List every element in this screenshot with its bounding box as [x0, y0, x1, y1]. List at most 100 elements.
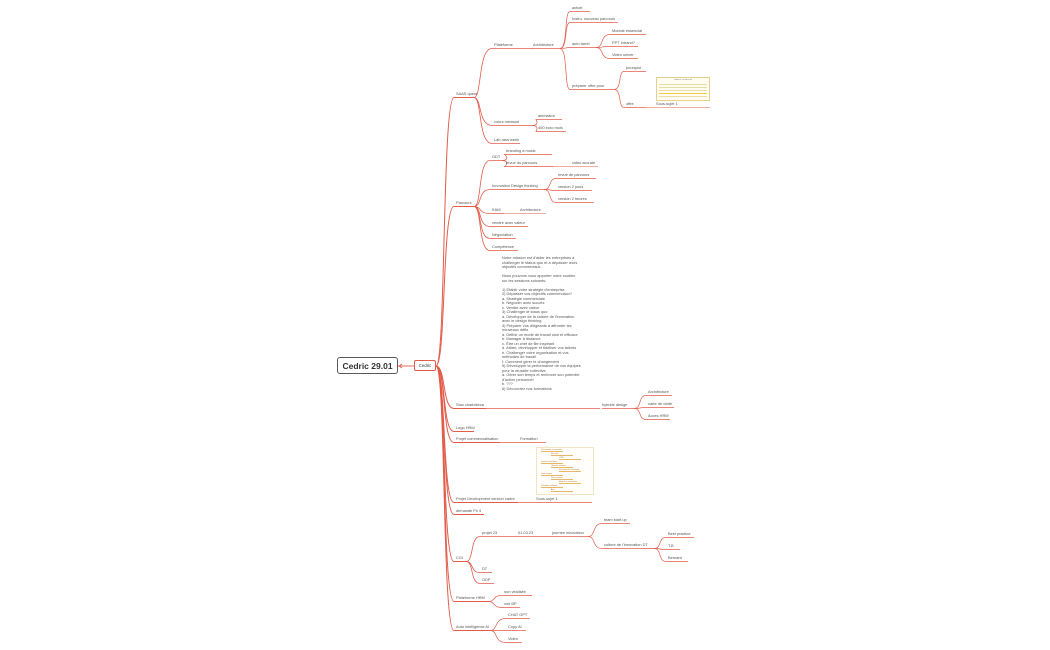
branch-projet-development[interactable]: Projet Development version cadre — [456, 496, 515, 501]
branch-connector — [531, 119, 562, 126]
branch-connector — [559, 11, 590, 49]
node-projet-23[interactable]: projet 23 — [482, 530, 498, 535]
branch-connector — [653, 548, 680, 550]
node-kam[interactable]: KAM — [492, 207, 501, 212]
branch-connector — [543, 178, 596, 190]
node-vendre-valeur[interactable]: vendre avec valeur — [492, 220, 525, 225]
branch-connector — [435, 97, 474, 367]
node-bernard[interactable]: Bernard — [668, 555, 682, 560]
branch-connector — [587, 536, 654, 549]
node-auto-tarrel[interactable]: auto tarrel — [572, 41, 590, 46]
node-cours-mensuel[interactable]: cours mensuel — [494, 119, 520, 124]
node-400-euro[interactable]: 400 euro mois — [538, 125, 563, 130]
mini-map-item: Site web — [551, 453, 559, 455]
branch-siao[interactable]: Siao chariotteca — [456, 402, 484, 407]
node-voir-bp[interactable]: voir BP — [504, 601, 517, 606]
node-architecture-3[interactable]: Architecture — [648, 389, 669, 394]
mini-map-item: Calendrier éditorial — [541, 485, 557, 487]
node-animation[interactable]: animation — [538, 113, 555, 118]
node-odt[interactable]: ODT — [492, 154, 501, 159]
offre-table-thumbnail[interactable]: tableau comparatif — [656, 77, 710, 101]
node-ppt-intrand[interactable]: PPT Intrand? — [612, 40, 635, 45]
node-competence[interactable]: Compétence — [492, 244, 515, 249]
node-lab-rass-week[interactable]: Lab rass week — [494, 137, 520, 142]
branch-connector — [398, 363, 403, 369]
mini-map-item: Contenu formation — [541, 461, 557, 463]
branch-connector — [435, 365, 490, 631]
root-label: Cedric 29.01 — [342, 360, 393, 371]
node-video[interactable]: Video — [508, 636, 518, 641]
node-revue-parcours[interactable]: revue du parcours — [506, 160, 538, 165]
node-negociation[interactable]: Négociation — [492, 232, 513, 237]
node-version-2-heures[interactable]: version 2 heures — [558, 196, 587, 201]
node-non-vealisee[interactable]: non vealisée — [504, 589, 526, 594]
branch-connector — [633, 407, 674, 409]
branch-cgi[interactable]: CGI — [456, 555, 463, 560]
node-copy-ai[interactable]: Copy AI — [508, 624, 522, 629]
node-actuel[interactable]: actuel — [572, 5, 583, 10]
center-node[interactable]: Cedric — [414, 360, 436, 371]
branch-connector — [653, 537, 694, 549]
node-tb[interactable]: T.B — [668, 543, 674, 548]
node-journee-innovation[interactable]: journée innovation — [552, 530, 584, 535]
branch-connector — [559, 22, 618, 49]
node-sous-sujet-1a[interactable]: Sous-sujet 1 — [656, 101, 678, 106]
node-module-essencial[interactable]: Module essencial — [612, 28, 643, 33]
node-hybride-design[interactable]: hybride design — [602, 402, 628, 407]
branch-connector — [465, 561, 494, 584]
branch-connector — [435, 365, 500, 443]
node-innovation-design[interactable]: Innovation Design thinking — [492, 183, 538, 188]
branch-connector — [473, 206, 518, 251]
node-acces-hrm[interactable]: Acces HRM — [648, 413, 669, 418]
node-version-2-jours[interactable]: version 2 jours — [558, 184, 584, 189]
node-branding-music[interactable]: branding à music — [506, 148, 536, 153]
branch-connector — [489, 630, 522, 643]
branch-connector — [487, 601, 520, 608]
mini-map-item: Objectifs réunions — [551, 465, 567, 467]
mini-map-item: Messages de bienvenue — [559, 469, 580, 471]
branch-connector — [473, 97, 520, 144]
root-node[interactable]: Cedric 29.01 — [337, 357, 398, 374]
branch-connector — [543, 189, 594, 203]
mini-map-item: Ads — [551, 489, 555, 491]
node-preparer-offre[interactable]: préparer offre pour — [572, 83, 605, 88]
branch-plateforme-hrm[interactable]: Plateforme HRM — [456, 595, 485, 600]
branch-saas-quest[interactable]: SAAS quest — [456, 91, 477, 96]
node-culture-innovation[interactable]: culture de l'innovation DT — [604, 542, 648, 547]
node-carte-de-visite[interactable]: carte de visite — [648, 401, 673, 406]
node-architecture-2[interactable]: Architecture — [520, 207, 541, 212]
node-date[interactable]: 01.03.23 — [518, 530, 534, 535]
node-formation[interactable]: Formation — [520, 436, 538, 441]
node-plateforme[interactable]: Plateforme — [494, 42, 513, 47]
branch-demande-fb[interactable]: demande Fb 4 — [456, 508, 482, 513]
branch-connector — [435, 206, 474, 367]
branch-connector — [501, 160, 554, 167]
branch-connector — [595, 46, 638, 48]
mini-map-item: Marketing automation — [559, 481, 578, 483]
mini-map-item: Plan contenus — [551, 477, 563, 479]
node-dt[interactable]: DT — [482, 566, 488, 571]
mini-map-item: Lead magnet — [541, 473, 553, 475]
branch-connector — [465, 536, 502, 562]
branch-ai[interactable]: Auto intelligence AI — [456, 624, 490, 629]
node-instru-nouveau-parcours[interactable]: Instru. nouveau parcours — [572, 16, 616, 21]
branch-connector — [653, 548, 688, 562]
branch-connector — [559, 47, 596, 49]
node-pourquoi[interactable]: pourquoi — [626, 65, 642, 70]
branch-connector — [473, 48, 532, 98]
node-best-practice[interactable]: Best practice — [668, 531, 691, 536]
branch-logo-hrm[interactable]: Logo HRM — [456, 425, 475, 430]
node-video-accrate[interactable]: video accrate — [572, 160, 596, 165]
node-revue-parcours-2[interactable]: revue de parcours — [558, 172, 590, 177]
node-chat-gpt[interactable]: CHAT GPT — [508, 612, 528, 617]
branch-projet-commercialisation[interactable]: Projet commercialisation — [456, 436, 499, 441]
node-video-univer[interactable]: Video univer — [612, 52, 634, 57]
node-sous-sujet-1b[interactable]: Sous-sujet 1 — [536, 496, 558, 501]
node-odp[interactable]: ODP — [482, 577, 491, 582]
node-team-start-up[interactable]: team start up — [604, 517, 627, 522]
node-offre[interactable]: offre — [626, 101, 634, 106]
branch-parcours[interactable]: Parcours — [456, 200, 472, 205]
node-architecture[interactable]: Architecture — [533, 42, 554, 47]
